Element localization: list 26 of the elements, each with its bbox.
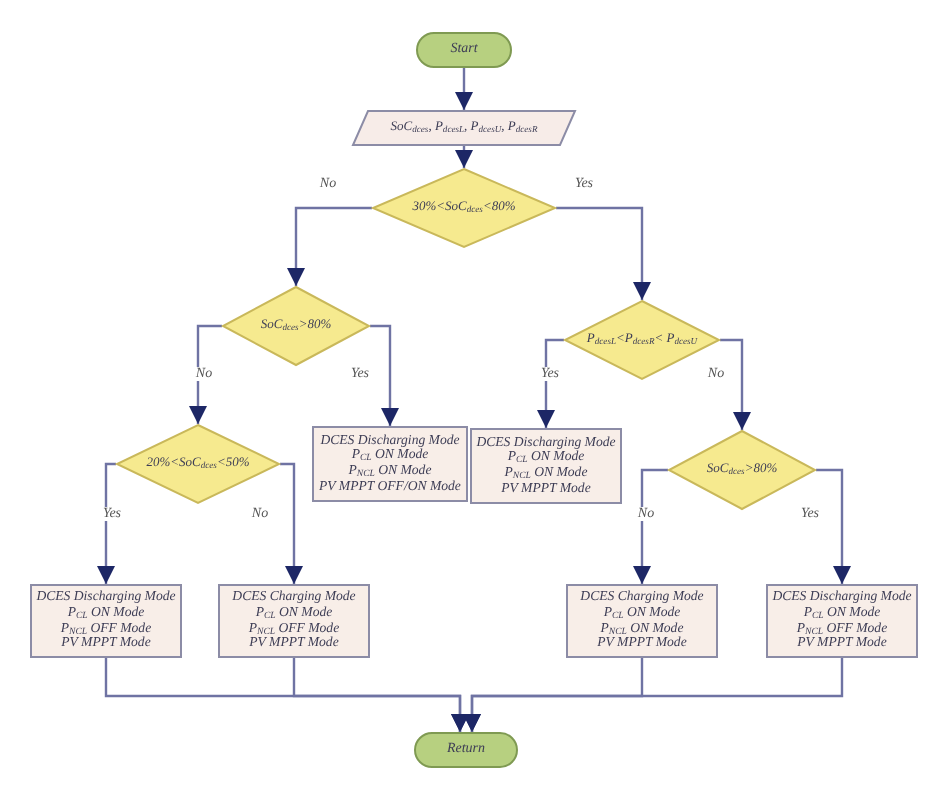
arrow [455,68,473,110]
arrow [189,324,222,424]
arrow [556,206,651,300]
arrow [633,468,668,584]
arrow [280,462,303,584]
process-box [218,584,370,658]
arrow [720,338,751,430]
process-box [312,426,468,502]
process-box [766,584,918,658]
process-box [470,428,622,504]
decision-diamond [372,168,556,248]
arrow [287,206,372,286]
arrow [816,468,851,584]
arrow [292,658,469,732]
decision-diamond [564,300,720,380]
arrow [455,146,473,168]
decision-diamond [222,286,370,366]
arrow [370,324,399,426]
input-parallelogram [352,110,576,146]
process-box [566,584,718,658]
decision-diamond [668,430,816,510]
arrow [463,658,844,732]
process-box [30,584,182,658]
arrow [537,338,564,428]
arrow [97,462,116,584]
decision-diamond [116,424,280,504]
